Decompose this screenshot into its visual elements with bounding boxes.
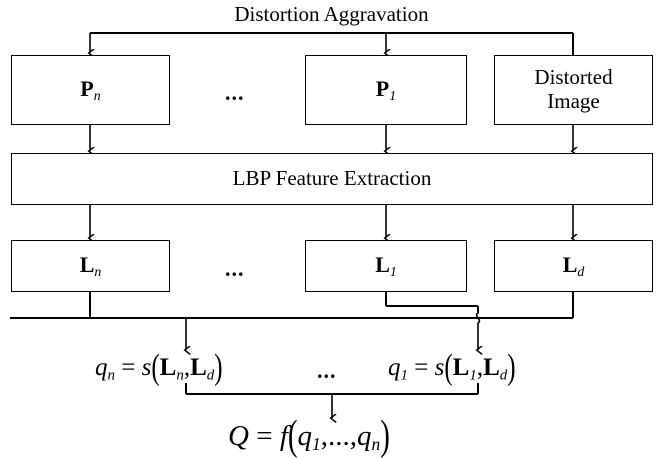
box-label-distorted-image-line2: Image [547, 89, 600, 113]
box-pseudo-reference-n[interactable]: Pn [11, 55, 170, 125]
equation-final-func: f [279, 420, 288, 452]
box-lbp-feature-1[interactable]: L1 [305, 240, 467, 292]
equals-sign-qn: = [121, 354, 136, 381]
equation-q-n-arg2: Ld [190, 354, 215, 384]
equation-final-arg1: q1 [297, 420, 321, 455]
ellipsis-quality-row: ... [317, 358, 337, 383]
box-lbp-feature-n[interactable]: Ln [11, 240, 170, 292]
paren-close-final: ) [380, 412, 390, 459]
box-distorted-image[interactable]: Distorted Image [494, 55, 653, 125]
box-label-l-1: L1 [375, 251, 397, 279]
equation-q-n-arg1: Ln [159, 354, 184, 384]
equation-q-1: q1 = s(L1,Ld) [388, 349, 516, 385]
ellipsis-pseudo-reference-row: ... [225, 80, 245, 105]
equation-final-separator: ,..., [320, 420, 357, 452]
box-label-l-d: Ld [562, 251, 585, 279]
equation-final-quality: Q = f(q1,...,qn) [228, 415, 390, 457]
paren-open-qn: ( [151, 347, 160, 388]
box-label-p-1: P1 [375, 75, 397, 103]
equation-final-arg2: qn [357, 420, 381, 455]
box-lbp-feature-d[interactable]: Ld [494, 240, 653, 292]
paren-close-q1: ) [507, 347, 516, 388]
stage-title-distortion-aggravation: Distortion Aggravation [234, 2, 429, 26]
equation-q-n-func: s [141, 354, 152, 381]
box-pseudo-reference-1[interactable]: P1 [305, 55, 467, 125]
box-lbp-feature-extraction[interactable]: LBP Feature Extraction [11, 153, 653, 205]
paren-open-final: ( [287, 412, 298, 459]
equation-final-lhs: Q [228, 420, 249, 452]
equation-q-1-func: s [434, 354, 445, 381]
paren-open-q1: ( [444, 347, 453, 388]
comma-qn: , [183, 354, 191, 381]
box-label-p-n: Pn [80, 75, 101, 103]
box-label-distorted-image-line1: Distorted [534, 65, 613, 90]
equals-sign-final: = [256, 420, 273, 452]
equation-q-1-arg1: L1 [452, 354, 477, 384]
equation-q-1-lhs: q1 [388, 354, 408, 384]
ellipsis-feature-row: ... [225, 256, 245, 281]
equation-q-1-arg2: Ld [483, 354, 508, 384]
equals-sign-q1: = [414, 354, 429, 381]
box-label-l-n: Ln [79, 251, 102, 279]
equation-q-n-lhs: qn [95, 354, 115, 384]
equation-q-n: qn = s(Ln,Ld) [95, 349, 223, 385]
box-label-lbp-feature-extraction: LBP Feature Extraction [232, 166, 432, 191]
paren-close-qn: ) [214, 347, 223, 388]
edge-crossing-jog [475, 312, 481, 324]
comma-q1: , [476, 354, 484, 381]
